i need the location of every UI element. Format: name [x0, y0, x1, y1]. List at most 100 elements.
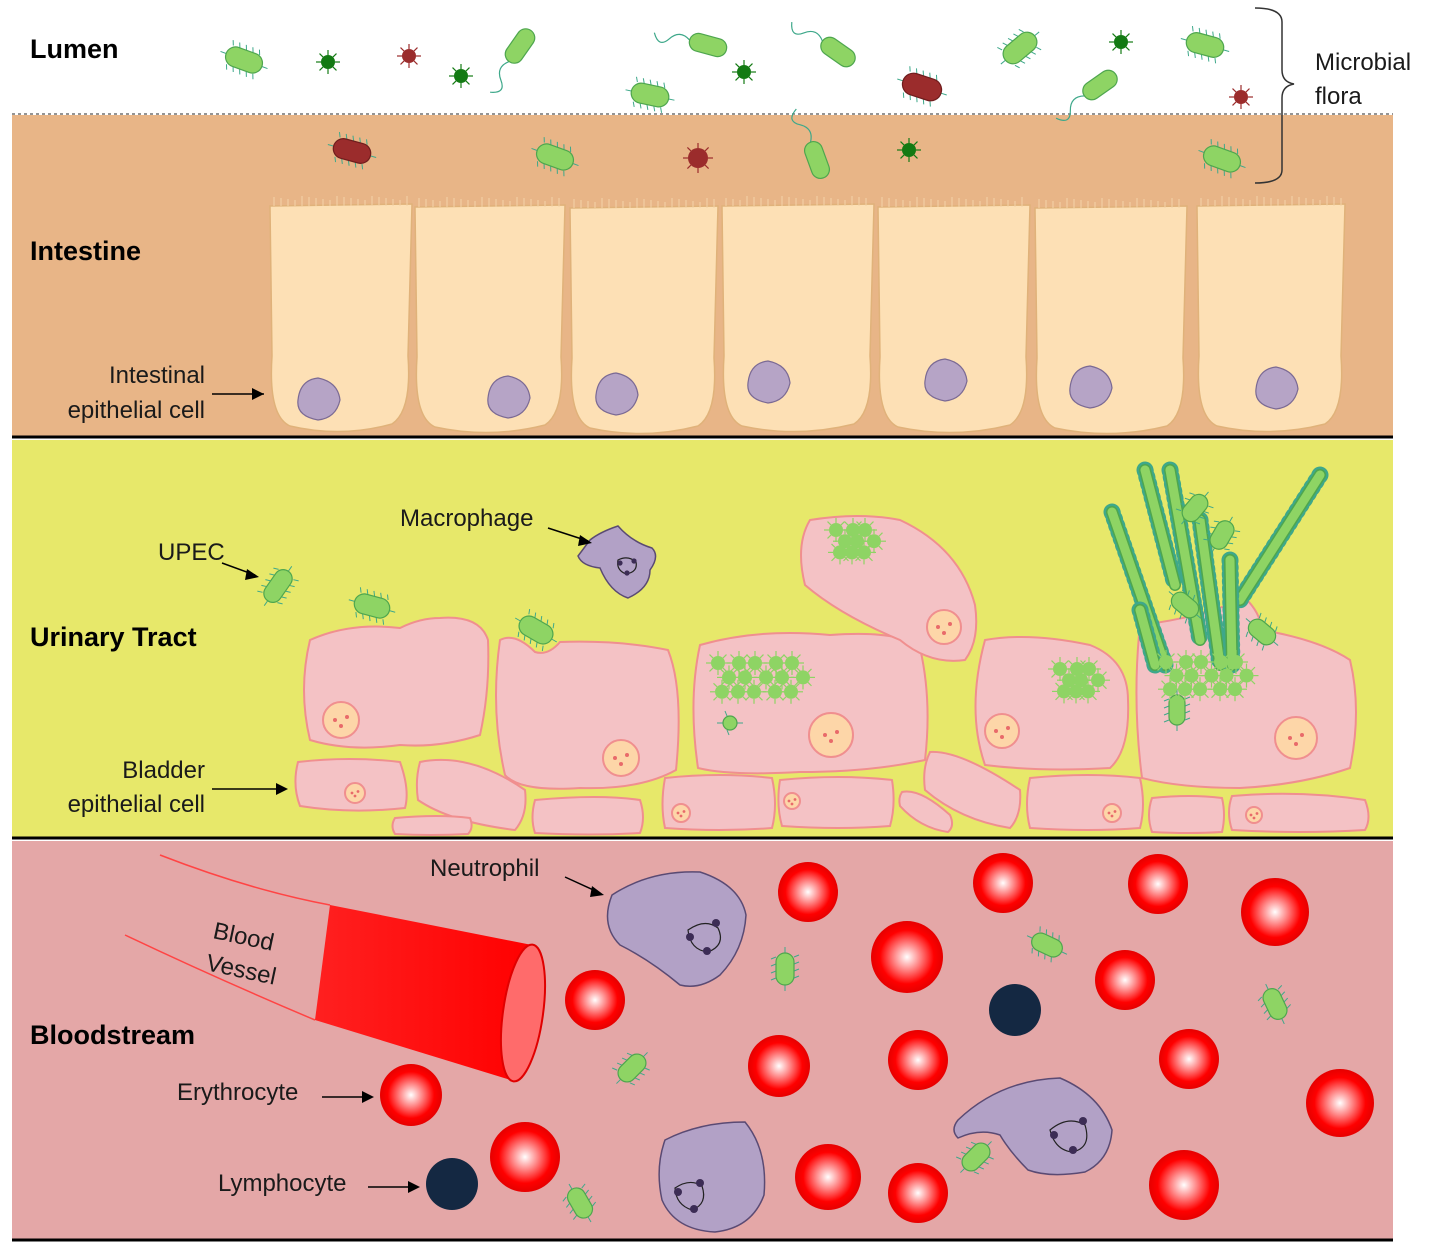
erythrocyte-cell — [490, 1122, 560, 1192]
erythrocyte-cell — [778, 862, 838, 922]
bacterium-coccus — [1189, 650, 1213, 674]
bacterium-coccus — [727, 651, 751, 675]
bladder-nuclei-granules — [333, 622, 1304, 820]
bacterium-coccus — [1086, 668, 1110, 693]
bladder-basal-cell — [1026, 774, 1144, 831]
bacterium-coccus — [1229, 85, 1253, 109]
bladder-umbrella-cell — [495, 636, 680, 790]
filament-body — [1135, 605, 1160, 670]
microbial-flora-bracket: Microbial flora — [1254, 7, 1411, 184]
bacterium-rod — [531, 137, 579, 177]
intestinal-epithelial-cell — [1196, 196, 1346, 433]
erythrocyte-cell — [380, 1064, 442, 1126]
neutrophil — [658, 1121, 766, 1233]
bacterium-rod — [1026, 926, 1068, 963]
bacterium-rod — [717, 710, 743, 736]
bacterium-rod — [625, 76, 675, 113]
erythrocyte-cell — [565, 970, 625, 1030]
bacterium-rod — [327, 132, 377, 170]
erythrocyte-cell — [1149, 1150, 1219, 1220]
macrophage — [577, 525, 657, 599]
bacterium-rod — [348, 587, 396, 625]
bacterium-coccus — [1076, 679, 1100, 704]
erythrocyte-cell — [888, 1030, 948, 1090]
neutrophil-label: Neutrophil — [430, 855, 539, 882]
erythrocyte-cell — [1095, 950, 1155, 1010]
bacterium-coccus — [1223, 677, 1247, 702]
bladder-epithelial-cell-label-line2: epithelial cell — [68, 791, 205, 818]
bacterium-rod — [1180, 26, 1230, 64]
intestinal-epithelial-cell — [1034, 198, 1188, 435]
blood-vessel: Blood Vessel — [124, 854, 547, 1083]
intestine-region: Intestine Intestinal epithelial cell — [12, 115, 1393, 439]
erythrocytes — [380, 853, 1374, 1223]
bacterium-rod — [1163, 689, 1191, 731]
intestine-title: Intestine — [30, 236, 141, 266]
bacterium-coccus — [1154, 650, 1178, 674]
bacterium-rod — [257, 566, 299, 606]
nucleus — [297, 377, 341, 421]
bacterium-coccus — [779, 679, 803, 704]
bacterium-rod — [562, 1183, 597, 1223]
bacterium-rod — [1168, 585, 1202, 624]
nucleus — [747, 360, 791, 404]
bacterium-rod — [1257, 983, 1292, 1025]
bacterium-coccus — [1208, 677, 1232, 702]
intestinal-epithelial-cell — [569, 198, 719, 435]
bacterium-coccus — [791, 665, 815, 690]
bladder-umbrella-cell — [692, 632, 929, 775]
bacterium-rod — [1203, 516, 1241, 554]
intestinal-epithelial-cell — [414, 197, 566, 434]
bacterium-rod — [897, 66, 947, 107]
bacterium-rod — [997, 28, 1042, 69]
bladder-basal-cell — [898, 790, 954, 834]
erythrocyte-cell — [871, 921, 943, 993]
intestinal-epithelial-cell — [877, 197, 1031, 434]
bacterium-rod — [1055, 69, 1118, 121]
intestinal-epithelial-cell — [721, 196, 875, 433]
bacteria-layer — [220, 22, 1292, 1223]
bladder-basal-cell — [415, 758, 527, 832]
neutrophil — [606, 871, 747, 987]
bacterium-coccus — [1234, 663, 1259, 688]
bacterium-rod — [770, 947, 800, 991]
nucleus — [487, 375, 531, 419]
bacterium-coccus — [897, 138, 921, 162]
bladder-basal-cell — [923, 750, 1022, 830]
bacterium-coccus — [743, 651, 767, 675]
bladder-basal-cell — [1148, 795, 1225, 834]
filament-body — [1225, 555, 1237, 670]
nucleus — [1069, 365, 1113, 409]
bacterium-rod — [791, 108, 831, 179]
bladder-basal-cell — [1228, 792, 1370, 833]
bacterium-coccus — [732, 60, 756, 84]
lymphocyte-cell — [989, 984, 1041, 1036]
lumen-title: Lumen — [30, 34, 119, 64]
filament-body — [1235, 470, 1325, 605]
bacterium-rod — [220, 40, 268, 80]
erythrocyte-cell — [973, 853, 1033, 913]
bladder-umbrella-cell — [974, 635, 1130, 771]
neutrophil-engulfing — [953, 1077, 1113, 1176]
bacterium-coccus — [683, 143, 713, 173]
bacterium-coccus — [1109, 30, 1133, 54]
bacterium-rod — [1198, 139, 1246, 179]
bladder-basal-cell — [777, 776, 895, 829]
erythrocyte-cell — [1306, 1069, 1374, 1137]
bladder-nuclei — [322, 609, 1318, 824]
bladder-basal-cell — [531, 796, 644, 836]
upec-label: UPEC — [158, 539, 225, 566]
bacterium-coccus — [397, 44, 421, 68]
bacterium-rod — [1245, 612, 1279, 651]
nucleus — [924, 358, 968, 402]
lymphocyte-cell — [426, 1158, 478, 1210]
filament-body — [1140, 465, 1180, 590]
macrophage-label: Macrophage — [400, 505, 533, 532]
bacterium-rod — [653, 32, 728, 58]
erythrocyte-cell — [1241, 878, 1309, 946]
bacterium-rod — [612, 1052, 650, 1086]
bacterium-coccus — [742, 679, 766, 704]
bacterium-coccus — [726, 679, 750, 704]
intestinal-epithelial-cell-label-line2: epithelial cell — [68, 397, 205, 424]
